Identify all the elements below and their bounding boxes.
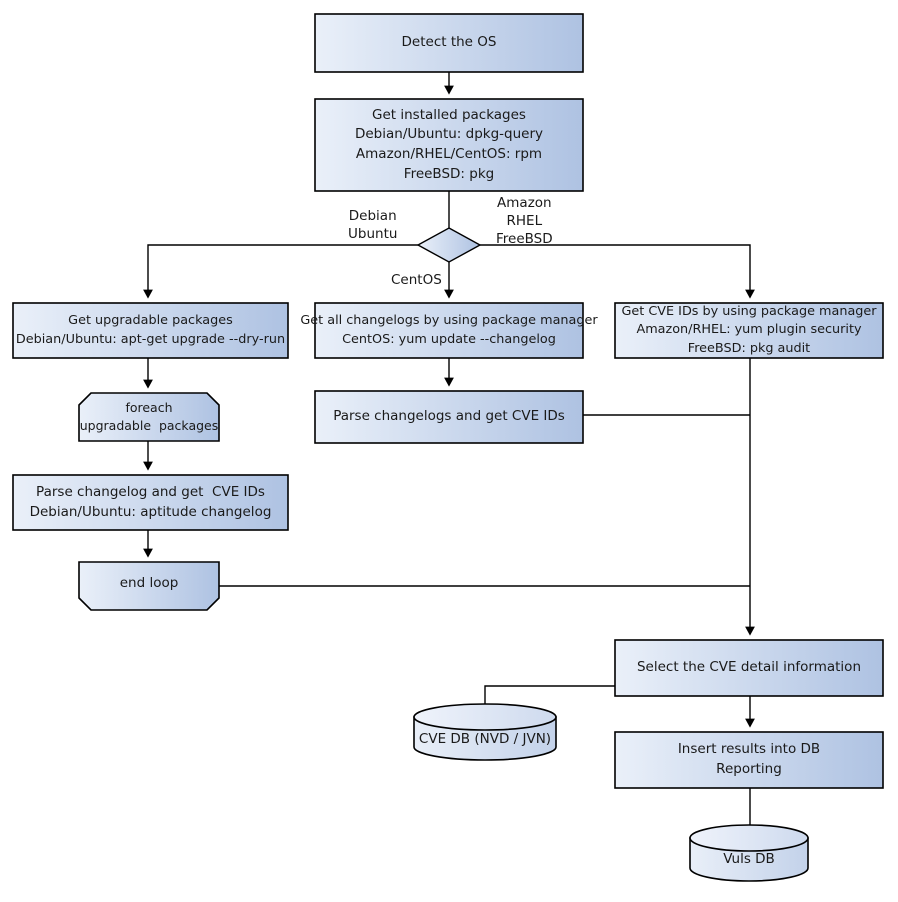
node-os-decision[interactable] <box>416 227 482 263</box>
node-label-cve-db: CVE DB (NVD / JVN) <box>418 731 552 747</box>
edge-decision-rhel <box>480 244 755 299</box>
node-foreach-upgradable-packages[interactable] <box>78 392 220 442</box>
node-shapes <box>12 13 884 882</box>
edge-decision-debian <box>143 244 418 299</box>
node-get-cve-ids-pkg-manager[interactable] <box>614 302 884 359</box>
node-select-cve-detail[interactable] <box>614 639 884 697</box>
node-get-all-changelogs[interactable] <box>314 302 584 359</box>
node-label-vuls-db: Vuls DB <box>723 851 775 867</box>
node-cve-db[interactable] <box>413 703 557 761</box>
node-parse-changelogs-get-cve-ids[interactable] <box>314 390 584 444</box>
node-detect-os[interactable] <box>314 13 584 73</box>
node-insert-results-into-db[interactable] <box>614 731 884 789</box>
node-vuls-db[interactable] <box>689 824 809 882</box>
edge-label-debian-ubuntu: Debian Ubuntu <box>348 208 398 243</box>
node-get-installed-packages[interactable] <box>314 98 584 192</box>
node-get-upgradable-packages[interactable] <box>12 302 289 359</box>
edge-label-centos: CentOS <box>391 272 442 288</box>
edge-label-amazon-rhel-freebsd: Amazon RHEL FreeBSD <box>496 195 553 248</box>
node-parse-changelog-get-cve-ids[interactable] <box>12 474 289 531</box>
node-end-loop[interactable] <box>78 561 220 611</box>
